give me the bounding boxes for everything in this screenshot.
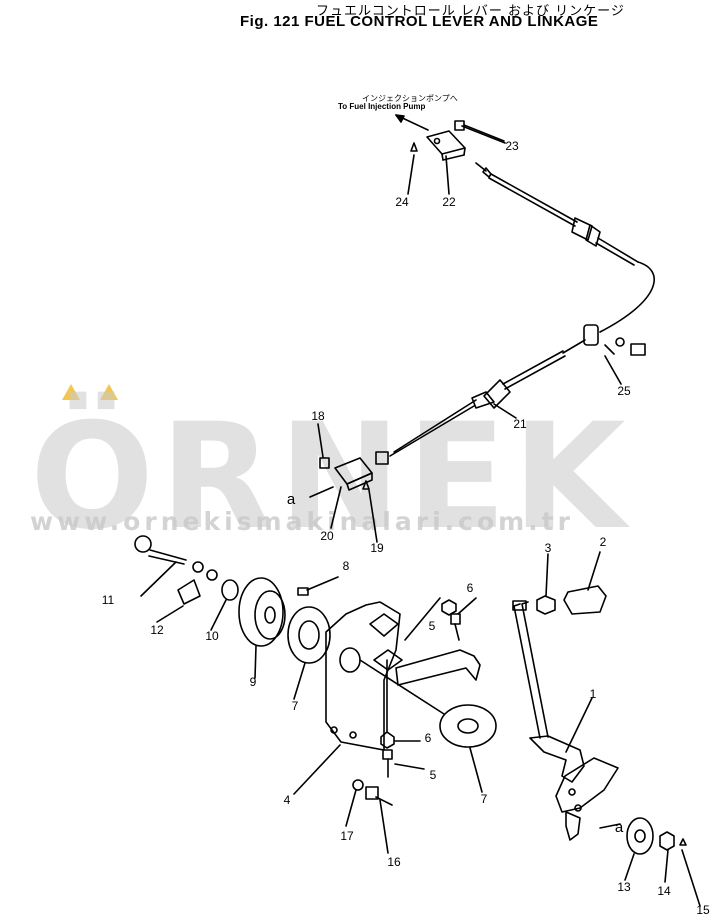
- part-label-16: 16: [387, 855, 401, 869]
- pin-19: [362, 480, 370, 490]
- nut-6-lower: [380, 731, 395, 749]
- ref-mark-a: a: [287, 491, 296, 508]
- bracket-4: [325, 601, 403, 751]
- nut-3: [536, 595, 556, 615]
- bolt-16: [365, 786, 393, 806]
- pump-arrow-head: [395, 114, 405, 123]
- part-label-9: 9: [250, 675, 257, 689]
- part-label-18: 18: [311, 409, 325, 423]
- part-label-7: 7: [481, 792, 488, 806]
- part-label-25: 25: [617, 384, 631, 398]
- part-label-20: 20: [320, 529, 334, 543]
- part-label-19: 19: [370, 541, 384, 555]
- washer-7-upper: [287, 606, 331, 664]
- watermark-accent-left: [62, 384, 80, 400]
- washer-12a: [192, 561, 204, 573]
- control-lever-1: [529, 735, 619, 841]
- part-label-13: 13: [617, 880, 631, 894]
- part-label-12: 12: [150, 623, 164, 637]
- control-cable-lower: [375, 339, 586, 465]
- part-label-21: 21: [513, 417, 527, 431]
- linkage-arm: [395, 649, 481, 686]
- part-label-1: 1: [590, 687, 597, 701]
- bushing-10: [221, 579, 239, 601]
- part-label-7: 7: [292, 699, 299, 713]
- part-label-22: 22: [442, 195, 456, 209]
- washer-7-lower: [439, 704, 497, 748]
- part-label-3: 3: [545, 541, 552, 555]
- part-label-11: 11: [102, 593, 115, 607]
- nut-14: [659, 831, 675, 851]
- title-english: Fig. 121 FUEL CONTROL LEVER AND LINKAGE: [240, 13, 599, 30]
- ref-mark-a: a: [615, 819, 624, 836]
- callout-japanese: インジェクションポンプへ: [362, 94, 458, 103]
- part-label-10: 10: [205, 629, 219, 643]
- washer-13: [626, 817, 654, 855]
- part-label-5: 5: [429, 619, 436, 633]
- clevis-20: [334, 457, 373, 491]
- pin-8: [297, 587, 309, 596]
- pulley-9: [238, 577, 286, 647]
- part-label-5: 5: [430, 768, 437, 782]
- plate-12: [177, 579, 201, 605]
- bolt-5-upper: [450, 613, 461, 641]
- watermark-url: www.ornekismakinalari.com.tr: [30, 507, 574, 536]
- pin-15: [679, 838, 687, 846]
- part-label-2: 2: [600, 535, 607, 549]
- part-label-14: 14: [657, 884, 671, 898]
- callout-english: To Fuel Injection Pump: [338, 102, 426, 111]
- bolt-5-lower: [382, 749, 393, 778]
- part-label-6: 6: [467, 581, 474, 595]
- control-cable-upper: [475, 162, 655, 333]
- nut-6-upper: [441, 599, 457, 616]
- knob-2: [563, 585, 607, 615]
- cotter-pin-24: [410, 142, 418, 152]
- cable-clamp-25: [583, 324, 646, 356]
- bolt-23: [454, 120, 505, 142]
- lever-rod-1: [512, 600, 549, 739]
- part-label-4: 4: [284, 793, 291, 807]
- ref-arrow-upper: [309, 486, 334, 498]
- washer-12b: [206, 569, 218, 581]
- part-label-6: 6: [425, 731, 432, 745]
- bolt-11: [134, 535, 187, 565]
- watermark-brand: ÖRNEK: [30, 392, 632, 562]
- watermark-accent-right: [100, 384, 118, 400]
- bolt-18: [319, 457, 330, 469]
- part-label-8: 8: [343, 559, 350, 573]
- washer-17: [352, 779, 364, 791]
- part-label-24: 24: [395, 195, 409, 209]
- part-label-17: 17: [340, 829, 354, 843]
- ref-arrow-lower: [599, 823, 621, 829]
- part-label-23: 23: [505, 139, 519, 153]
- title-japanese: フュエルコントロール レバー および リンケージ: [316, 4, 625, 19]
- part-label-15: 15: [696, 903, 710, 917]
